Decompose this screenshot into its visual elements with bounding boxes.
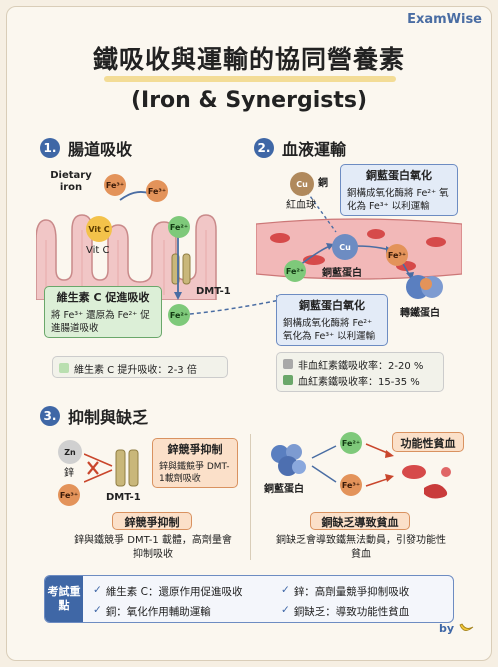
zinc-competition-illustration (84, 449, 139, 487)
fe3-ion: Fe³⁺ (146, 180, 168, 202)
page-subtitle: (Iron & Synergists) (130, 88, 368, 113)
title-highlight (104, 76, 396, 82)
vitamin-c-box-body: 將 Fe³⁺ 還原為 Fe²⁺ 促進腸道吸收 (51, 310, 150, 334)
intestinal-villi-illustration (36, 214, 217, 300)
key-point-text: 鋅：高劑量競爭抑制吸收 (293, 586, 410, 598)
vitamin-c-legend: 維生素 C 提升吸收：2-3 倍 (52, 356, 228, 378)
absorption-rate-legend: 非血紅素鐵吸收率：2-20 % 血紅素鐵吸收率：15-35 % (276, 352, 444, 392)
transferrin-icon (406, 275, 443, 299)
fe3-ion: Fe³⁺ (340, 474, 362, 496)
copper-caption-title-box: 銅缺乏導致貧血 (310, 512, 410, 530)
zinc-box-title: 鋅競爭抑制 (167, 443, 223, 456)
dietary-iron-label: Dietary iron (50, 170, 92, 193)
page-title: 鐵吸收與運輸的協同營養素 (92, 45, 405, 74)
ceruloplasmin-cluster-icon (271, 444, 306, 476)
section-divider (250, 434, 251, 560)
legend-swatch-gray (283, 359, 293, 369)
vitamin-c-legend-text: 維生素 C 提升吸收：2-3 倍 (74, 364, 197, 376)
section-1-title: 腸道吸收 (68, 140, 133, 159)
check-icon: ✓ (93, 584, 102, 596)
key-point-text: 維生素 C：還原作用促進吸收 (105, 586, 243, 598)
section-2-title: 血液運輸 (282, 140, 347, 159)
zinc-caption-body: 鋅與鐵競爭 DMT-1 載體，高劑量會抑制吸收 (74, 535, 232, 560)
check-icon: ✓ (93, 604, 102, 616)
ceruloplasmin-box2-title: 銅藍蛋白氧化 (299, 299, 365, 312)
section-3-number: 3. (40, 406, 60, 426)
copper-caption-title: 銅缺乏導致貧血 (321, 516, 399, 529)
exam-key-points-tag: 考試重點 (45, 576, 83, 622)
dmt1-label: DMT-1 (196, 286, 231, 297)
dmt1-label: DMT-1 (106, 492, 141, 503)
key-point-text: 銅缺乏：導致功能性貧血 (293, 606, 410, 618)
zinc-caption-title-box: 鋅競爭抑制 (112, 512, 192, 530)
footer-by: by (438, 621, 454, 635)
copper-caption-body: 銅缺乏會導致鐵無法動員，引發功能性貧血 (276, 535, 446, 560)
ceruloplasmin-label: 銅藍蛋白 (264, 484, 304, 495)
zinc-box-body: 鋅與鐵競爭 DMT-1載劑吸收 (159, 462, 230, 484)
copper-label: 銅 (318, 178, 328, 189)
functional-anemia-label: 功能性貧血 (400, 437, 456, 450)
key-point-item: ✓ 鋅：高劑量競爭抑制吸收 (281, 584, 409, 599)
check-icon: ✓ (281, 584, 290, 596)
blood-vessel-illustration (256, 218, 462, 280)
ceruloplasmin-copper-icon: Cu (332, 234, 358, 260)
fe2-ion: Fe²⁺ (340, 432, 362, 454)
vitamin-c-label: Vit C (86, 245, 110, 256)
zinc-competition-box: 鋅競爭抑制 鋅與鐵競爭 DMT-1載劑吸收 (152, 438, 238, 488)
brand-logo: ExamWise (407, 12, 482, 27)
deformed-rbc-icon (402, 465, 451, 499)
ceruloplasmin-box-title: 銅藍蛋白氧化 (366, 169, 432, 182)
rbc-label: 紅血球 (286, 200, 316, 211)
functional-anemia-box: 功能性貧血 (392, 432, 464, 452)
fe2-ion: Fe²⁺ (168, 304, 190, 326)
fe3-ion: Fe³⁺ (386, 244, 408, 266)
legend-swatch-green (283, 375, 293, 385)
section-1-heading: 1. 腸道吸收 (40, 136, 132, 160)
section-2-number: 2. (254, 138, 274, 158)
vitamin-c-box-title: 維生素 C 促進吸收 (56, 291, 150, 304)
ceruloplasmin-box-body: 銅構成氧化酶將 Fe²⁺ 氧化為 Fe³⁺ 以利運輸 (347, 188, 449, 212)
fe2-ion: Fe²⁺ (168, 216, 190, 238)
fe3-ion: Fe³⁺ (58, 484, 80, 506)
section-1-number: 1. (40, 138, 60, 158)
section-3-heading: 3. 抑制與缺乏 (40, 404, 148, 428)
exam-key-points: 考試重點 ✓ 維生素 C：還原作用促進吸收 ✓ 鋅：高劑量競爭抑制吸收 ✓ 銅：… (44, 575, 454, 623)
zinc-label: 鋅 (64, 468, 74, 479)
footer-signature: by (439, 621, 474, 635)
fe3-ion: Fe³⁺ (104, 174, 126, 196)
banana-icon (459, 623, 474, 631)
fe2-ion: Fe²⁺ (284, 260, 306, 282)
transferrin-label: 轉鐵蛋白 (400, 308, 440, 319)
heme-legend-text: 血紅素鐵吸收率：15-35 % (298, 376, 420, 388)
legend-swatch-green (59, 363, 69, 373)
vitamin-c-info-box: 維生素 C 促進吸收 將 Fe³⁺ 還原為 Fe²⁺ 促進腸道吸收 (44, 286, 162, 338)
zinc-ion: Zn (58, 440, 82, 464)
key-point-item: ✓ 維生素 C：還原作用促進吸收 (93, 584, 242, 599)
nonheme-legend-text: 非血紅素鐵吸收率：2-20 % (298, 360, 424, 372)
vitamin-c-ion: Vit C (86, 216, 112, 242)
section-2-heading: 2. 血液運輸 (254, 136, 346, 160)
copper-ion: Cu (290, 172, 314, 196)
ceruloplasmin-info-box-top: 銅藍蛋白氧化 銅構成氧化酶將 Fe²⁺ 氧化為 Fe³⁺ 以利運輸 (340, 164, 458, 216)
key-point-item: ✓ 銅缺乏：導致功能性貧血 (281, 604, 409, 619)
key-point-text: 銅：氧化作用輔助運輸 (105, 606, 211, 618)
section-3-title: 抑制與缺乏 (68, 408, 149, 427)
key-point-item: ✓ 銅：氧化作用輔助運輸 (93, 604, 211, 619)
ceruloplasmin-label: 銅藍蛋白 (322, 268, 362, 279)
check-icon: ✓ (281, 604, 290, 616)
zinc-caption-title: 鋅競爭抑制 (124, 516, 180, 529)
ceruloplasmin-info-box-bottom: 銅藍蛋白氧化 銅構成氧化酶將 Fe²⁺ 氧化為 Fe³⁺ 以利運輸 (276, 294, 388, 346)
ceruloplasmin-box2-body: 銅構成氧化酶將 Fe²⁺ 氧化為 Fe³⁺ 以利運輸 (283, 318, 376, 342)
